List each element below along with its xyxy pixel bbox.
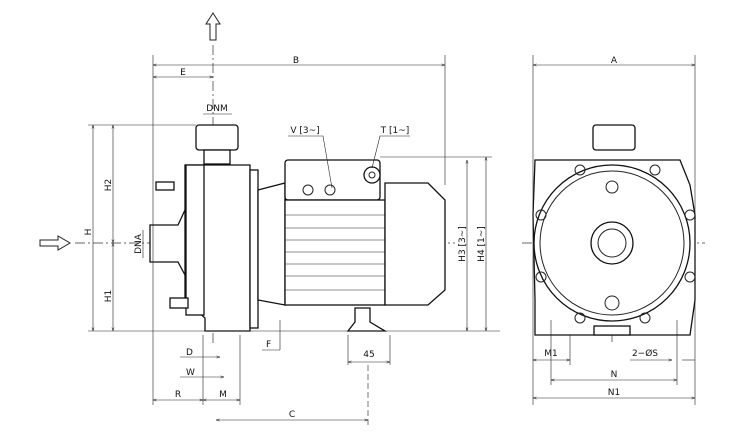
label-v-3phase: V [3~]	[290, 126, 319, 136]
dim-label-h1: H1	[104, 290, 114, 303]
dim-label-foot-45: 45	[363, 350, 374, 360]
dim-label-2-holes-s: 2−ØS	[632, 348, 658, 359]
dim-label-b: B	[293, 56, 299, 66]
dim-label-dna: DNA	[134, 233, 144, 254]
dim-label-n1: N1	[608, 388, 620, 398]
dim-label-e: E	[180, 68, 186, 78]
discharge-arrow-icon	[205, 12, 221, 41]
dim-label-h3: H3 [3~]	[458, 226, 468, 262]
dim-label-h4: H4 [1~]	[477, 226, 487, 262]
dim-label-c: C	[289, 410, 295, 420]
dim-label-h2: H2	[104, 179, 114, 192]
dim-label-d: D	[186, 348, 193, 358]
dim-label-m1: M1	[544, 349, 558, 359]
dim-label-f: F	[266, 340, 271, 350]
dimension-lines-front	[532, 55, 696, 405]
leader-lines	[288, 135, 410, 189]
dim-label-dnm: DNM	[206, 104, 227, 114]
dim-label-w: W	[186, 368, 195, 378]
suction-arrow-icon	[39, 235, 71, 251]
dim-label-a: A	[611, 56, 618, 66]
dim-label-h: H	[84, 229, 94, 236]
dim-label-r: R	[175, 390, 181, 400]
pump-front-view	[532, 124, 696, 336]
label-t-1phase: T [1~]	[380, 126, 410, 136]
dim-label-m: M	[219, 390, 227, 400]
dim-label-n: N	[611, 370, 618, 380]
dimension-lines-side	[88, 55, 500, 425]
pump-side-view	[149, 124, 446, 332]
